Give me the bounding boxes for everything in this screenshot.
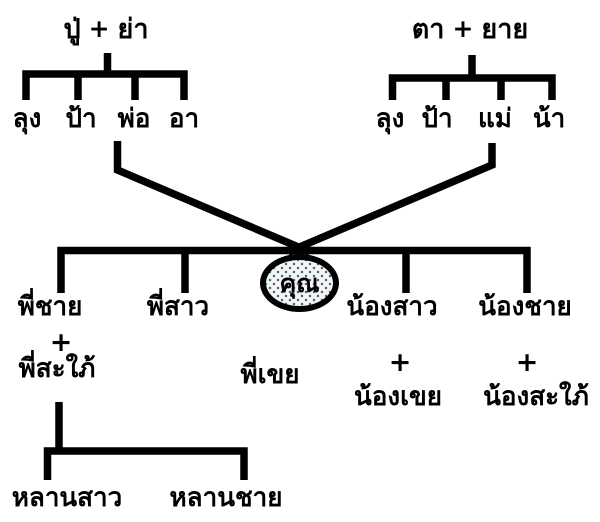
plus-icon: + [452,14,474,43]
maternal-uncle-label: ลุง [375,104,405,134]
maternal-younger-uncle-aunt-label: น้า [532,104,566,134]
paternal-aunt-label: ป้า [65,104,97,134]
plus-icon: + [388,347,412,378]
niece-label: หลานสาว [11,483,123,513]
maternal-bracket-line [388,74,556,100]
older-sister-label: พี่สาว [146,292,210,322]
maternal-aunt-label: ป้า [421,104,453,134]
older-brother-wife-label: พี่สะใภ้ [18,354,96,384]
maternal-grandmother-label: ยาย [481,14,529,45]
older-sister-husband-label: พี่เขย [240,360,300,390]
mother-label: แม่ [478,104,512,134]
grandchildren-bracket-line [43,447,248,480]
younger-brother-label: น้องชาย [478,292,572,322]
plus-icon: + [515,347,539,378]
mother-connector-line [286,143,496,256]
paternal-grandparents-couple: ปู่ + ย่า [63,7,148,50]
nephew-label: หลานชาย [169,483,283,513]
paternal-grandfather-label: ปู่ [63,14,81,45]
maternal-grandparents-couple: ตา + ยาย [412,7,528,50]
ego-oval: คุณ [260,254,339,312]
plus-icon: + [88,14,110,43]
younger-sister-husband-label: น้องเขย [354,382,442,412]
paternal-uncle-label: ลุง [12,104,42,134]
plus-icon: + [49,327,73,358]
older-brother-label: พี่ชาย [17,292,83,322]
younger-sister-label: น้องสาว [346,292,438,322]
paternal-younger-uncle-aunt-label: อา [168,104,200,134]
siblings-bracket-line [57,246,531,293]
paternal-bracket-line [22,70,188,100]
father-connector-line [113,141,312,256]
paternal-grandmother-label: ย่า [117,14,149,45]
ego-label: คุณ [279,268,320,298]
father-label: พ่อ [117,104,151,134]
maternal-grandfather-label: ตา [411,14,445,45]
younger-brother-wife-label: น้องสะใภ้ [483,382,589,412]
